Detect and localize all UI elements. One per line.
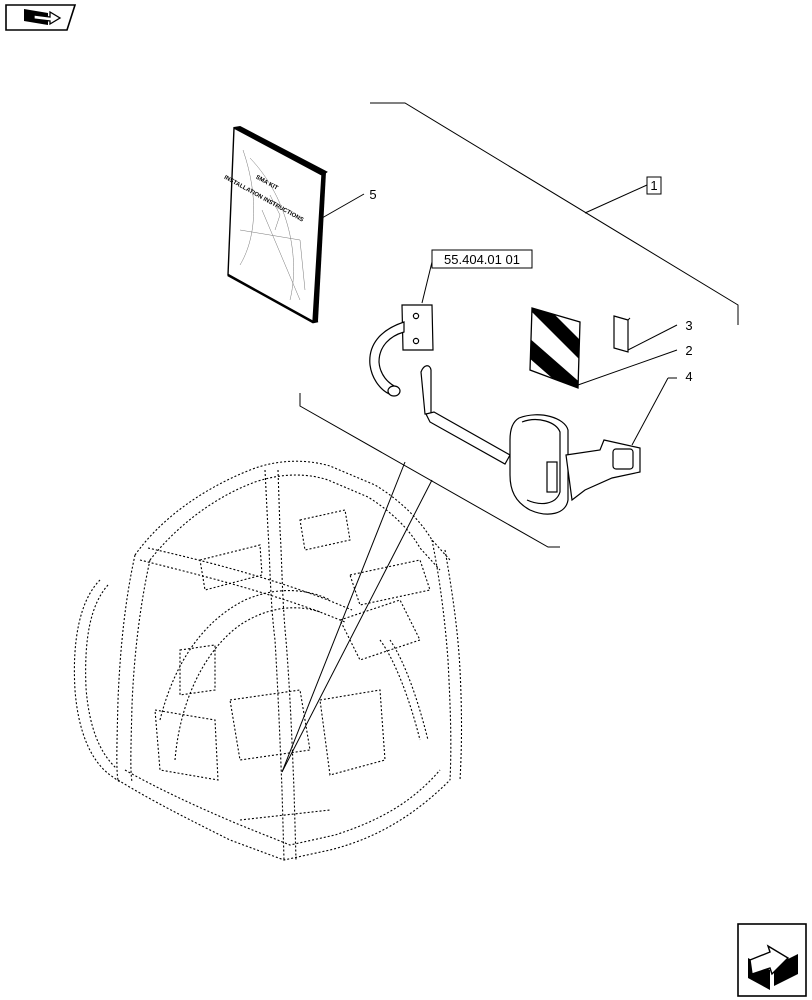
callout-2-label: 2: [685, 343, 692, 358]
page-forward-icon: [748, 944, 798, 990]
mounting-bracket: [369, 304, 434, 397]
callout-5: 5: [321, 187, 377, 219]
callout-3-label: 3: [685, 318, 692, 333]
page-forward-button[interactable]: [737, 923, 807, 997]
cross-reference-callout[interactable]: 55.404.01 01: [421, 249, 533, 304]
callout-5-label: 5: [369, 187, 376, 202]
callout-1[interactable]: 1: [584, 176, 662, 214]
location-leader: [281, 461, 433, 773]
callout-4-label: 4: [685, 369, 692, 384]
page-back-button[interactable]: [5, 4, 77, 31]
tractor-cab-illustration: [73, 460, 463, 861]
small-decal: [613, 315, 631, 353]
callout-2: 2: [577, 343, 693, 386]
installation-manual: SMA KIT INSTALLATION INSTRUCTIONS: [223, 125, 328, 324]
side-mirror: [420, 365, 641, 515]
warning-plate: [529, 307, 581, 389]
callout-1-label: 1: [650, 178, 657, 193]
page-back-icon: [24, 9, 62, 26]
callout-4: 4: [631, 369, 693, 446]
kit-bracket: [299, 102, 739, 548]
callout-3: 3: [627, 318, 693, 351]
cross-reference-label: 55.404.01 01: [444, 252, 520, 267]
